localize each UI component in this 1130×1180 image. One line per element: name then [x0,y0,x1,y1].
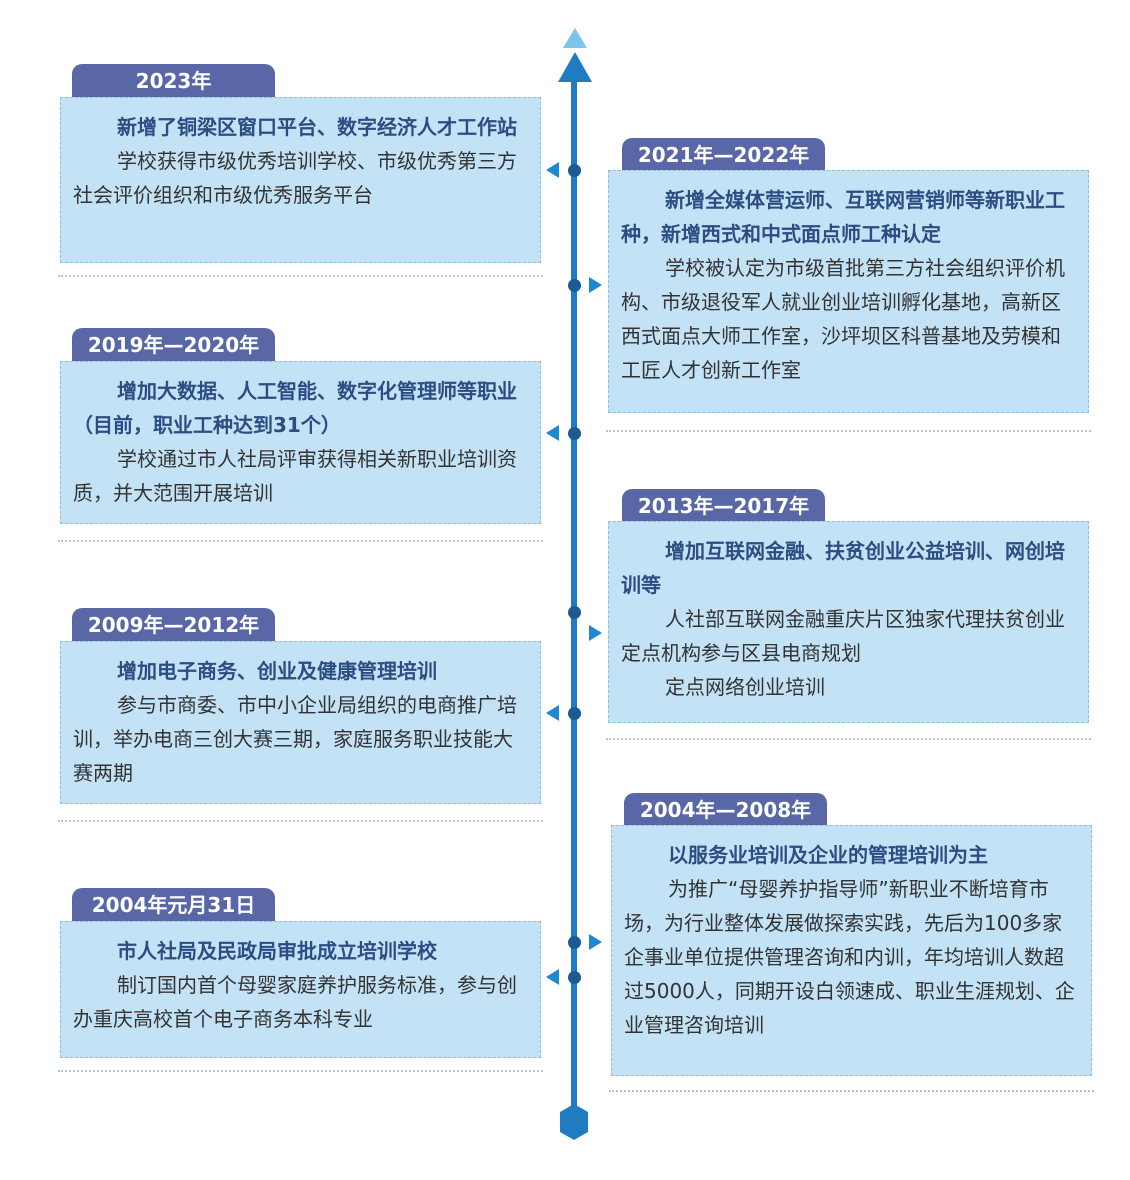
card-heading: 增加互联网金融、扶贫创业公益培训、网创培训等 [621,539,1065,597]
card-body: 人社部互联网金融重庆片区独家代理扶贫创业定点机构参与区县电商规划 [621,607,1065,665]
year-tab: 2004年—2008年 [624,793,827,826]
timeline-dot [568,164,581,177]
card-body: 学校通过市人社局评审获得相关新职业培训资质，并大范围开展培训 [73,447,517,505]
year-tab: 2004年元月31日 [72,888,275,921]
timeline-dot [568,427,581,440]
year-tab: 2023年 [72,64,275,97]
timeline-dot [568,606,581,619]
card-heading: 增加大数据、人工智能、数字化管理师等职业（目前，职业工种达到31个） [73,379,517,437]
year-tab: 2019年—2020年 [72,328,275,361]
divider [58,275,543,277]
timeline-card: 市人社局及民政局审批成立培训学校 制订国内首个母婴家庭养护服务标准，参与创办重庆… [60,921,541,1058]
divider [606,430,1091,432]
card-body: 定点网络创业培训 [665,675,825,699]
pointer-left-icon [546,705,559,721]
pointer-left-icon [546,969,559,985]
year-tab: 2013年—2017年 [622,489,825,522]
divider [58,540,543,542]
axis-end-hexagon-icon [560,1104,588,1140]
pointer-left-icon [546,425,559,441]
card-body: 制订国内首个母婴家庭养护服务标准，参与创办重庆高校首个电子商务本科专业 [73,973,517,1031]
pointer-right-icon [589,625,602,641]
card-heading: 以服务业培训及企业的管理培训为主 [668,843,988,867]
timeline-card: 以服务业培训及企业的管理培训为主 为推广“母婴养护指导师”新职业不断培育市场，为… [611,825,1092,1076]
card-body: 为推广“母婴养护指导师”新职业不断培育市场，为行业整体发展做探索实践，先后为10… [624,877,1075,1037]
timeline-card: 增加大数据、人工智能、数字化管理师等职业（目前，职业工种达到31个） 学校通过市… [60,361,541,524]
timeline-card: 新增全媒体营运师、互联网营销师等新职业工种，新增西式和中式面点师工种认定 学校被… [608,170,1089,413]
card-body: 学校被认定为市级首批第三方社会组织评价机构、市级退役军人就业创业培训孵化基地，高… [621,256,1065,382]
card-heading: 市人社局及民政局审批成立培训学校 [117,939,437,963]
card-body: 学校获得市级优秀培训学校、市级优秀第三方社会评价组织和市级优秀服务平台 [73,149,517,207]
divider [606,738,1091,740]
year-tab: 2009年—2012年 [72,608,275,641]
pointer-right-icon [589,277,602,293]
pointer-right-icon [589,934,602,950]
divider [58,1070,543,1072]
pointer-left-icon [546,162,559,178]
timeline-dot [568,936,581,949]
axis-top-arrow-icon [558,28,592,82]
card-heading: 新增全媒体营运师、互联网营销师等新职业工种，新增西式和中式面点师工种认定 [621,188,1065,246]
divider [58,820,543,822]
timeline-axis [571,70,577,1120]
card-body: 参与市商委、市中小企业局组织的电商推广培训，举办电商三创大赛三期，家庭服务职业技… [73,693,517,785]
timeline-card: 增加互联网金融、扶贫创业公益培训、网创培训等 人社部互联网金融重庆片区独家代理扶… [608,521,1089,723]
timeline-card: 新增了铜梁区窗口平台、数字经济人才工作站 学校获得市级优秀培训学校、市级优秀第三… [60,97,541,263]
timeline-card: 增加电子商务、创业及健康管理培训 参与市商委、市中小企业局组织的电商推广培训，举… [60,641,541,804]
timeline-dot [568,707,581,720]
card-heading: 增加电子商务、创业及健康管理培训 [117,659,437,683]
divider [609,1090,1094,1092]
timeline-dot [568,279,581,292]
card-heading: 新增了铜梁区窗口平台、数字经济人才工作站 [117,115,517,139]
timeline-dot [568,971,581,984]
year-tab: 2021年—2022年 [622,138,825,171]
